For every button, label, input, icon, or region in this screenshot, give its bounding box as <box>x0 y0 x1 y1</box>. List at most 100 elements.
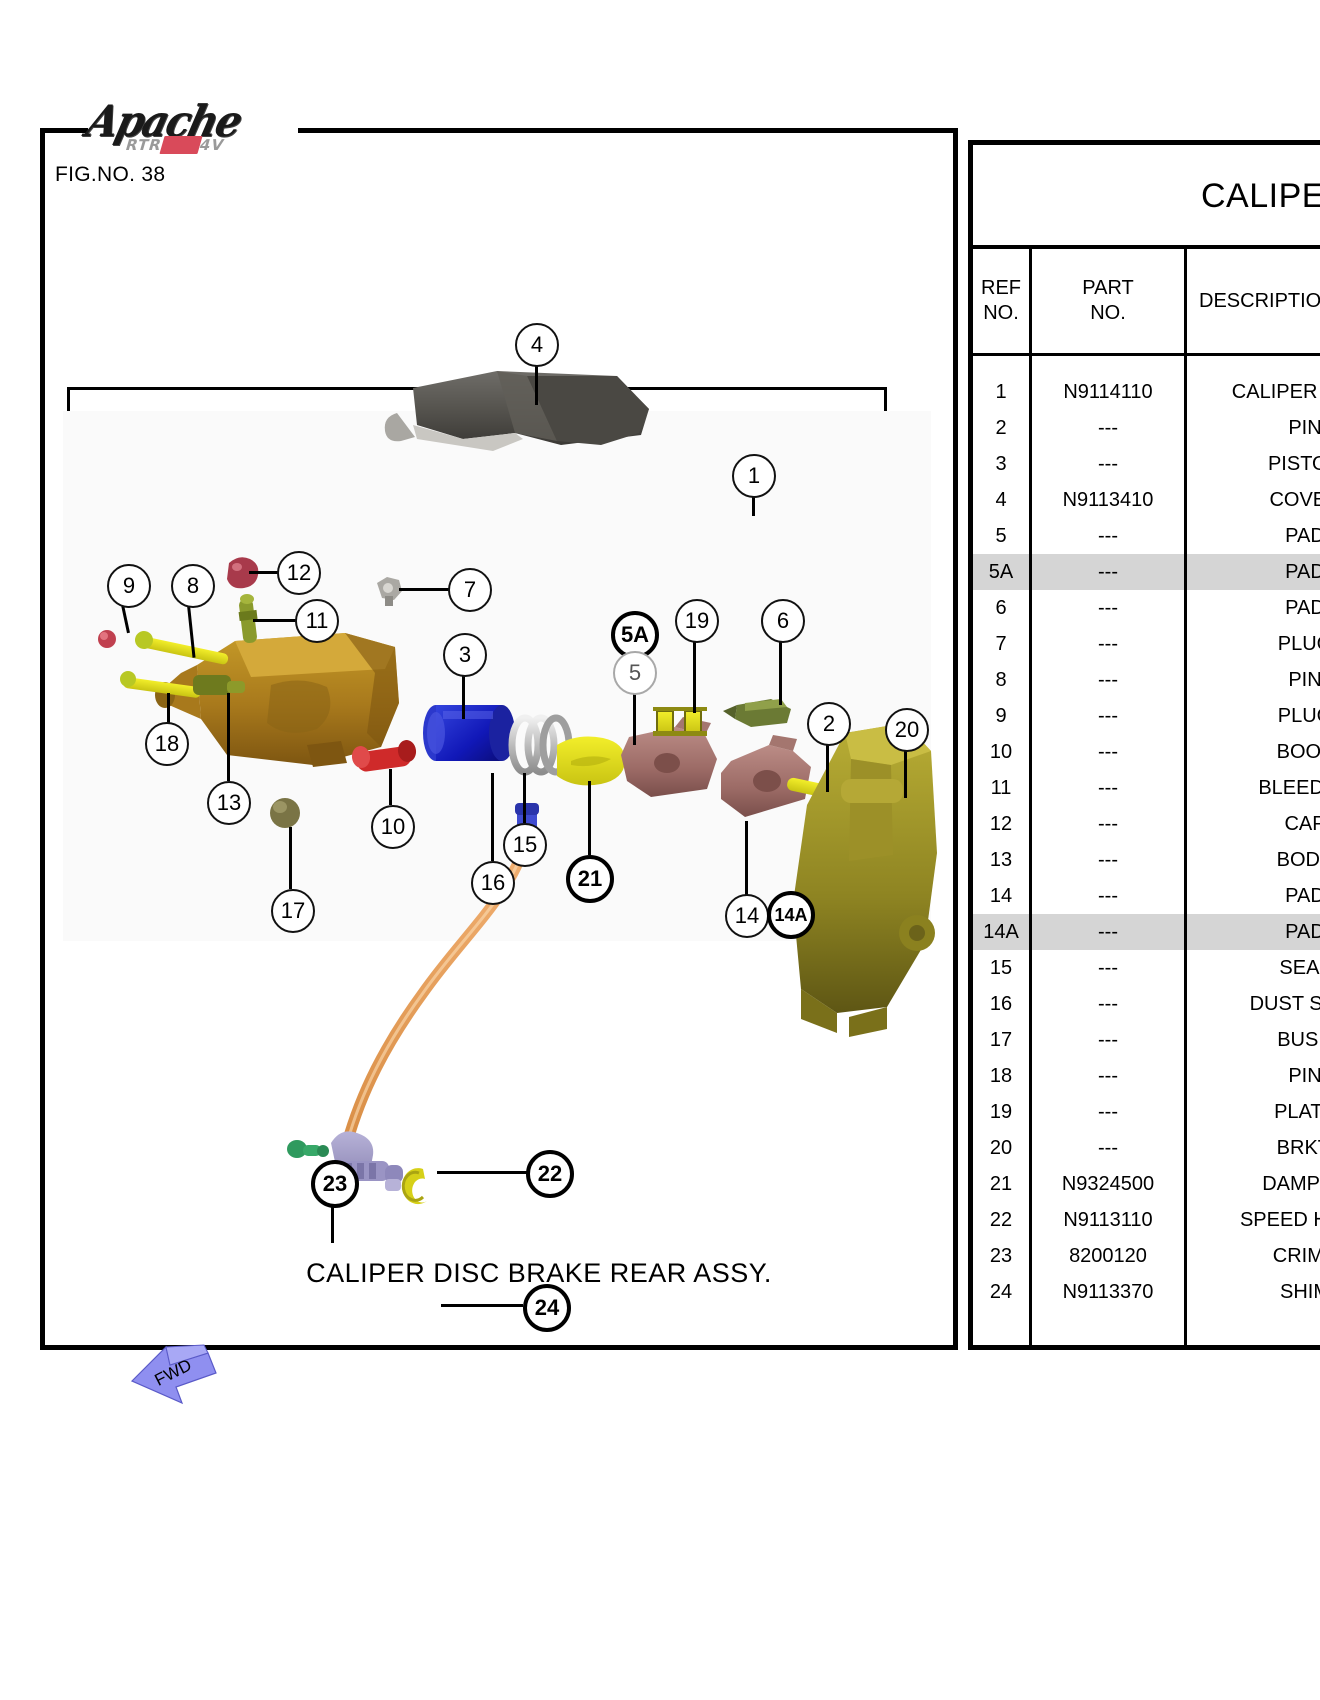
leader-16 <box>491 773 494 861</box>
leader-11 <box>253 619 297 622</box>
cell-part-no: N9324500 <box>1030 1166 1187 1202</box>
cell-ref-no: 1 <box>973 374 1032 410</box>
cell-ref-no: 21 <box>973 1166 1032 1202</box>
table-row: 10---BOOT <box>973 734 1320 770</box>
cell-part-no: 8200120 <box>1030 1238 1187 1274</box>
cell-part-no: --- <box>1030 1130 1187 1166</box>
leader-10 <box>389 769 392 805</box>
callout-15[interactable]: 15 <box>503 823 547 867</box>
part-21-damper <box>557 736 625 786</box>
cell-ref-no: 6 <box>973 590 1032 626</box>
callout-17[interactable]: 17 <box>271 889 315 933</box>
callout-24[interactable]: 24 <box>523 1284 571 1332</box>
table-row: 14A---PAD <box>973 914 1320 950</box>
cell-description: BUSH <box>1185 1022 1320 1058</box>
cell-part-no: N9113110 <box>1030 1202 1187 1238</box>
cell-part-no: N9114110 <box>1030 374 1187 410</box>
cell-description: DUST SEAL <box>1185 986 1320 1022</box>
part-3-piston <box>423 705 515 761</box>
cell-part-no: --- <box>1030 446 1187 482</box>
brand-model-number: 200 <box>159 136 203 154</box>
table-row: 20---BRKT. <box>973 1130 1320 1166</box>
cell-description: CALIPER ASSY. <box>1185 374 1320 410</box>
callout-2[interactable]: 2 <box>807 702 851 746</box>
part-8-pin <box>135 631 229 665</box>
cell-description: BOOT <box>1185 734 1320 770</box>
cell-ref-no: 17 <box>973 1022 1032 1058</box>
leader-15 <box>523 773 526 823</box>
table-row: 21N9324500DAMPER <box>973 1166 1320 1202</box>
callout-5A[interactable]: 5A <box>611 611 659 659</box>
cell-ref-no: 14 <box>973 878 1032 914</box>
callout-19[interactable]: 19 <box>675 599 719 643</box>
header-part-line2: NO. <box>1090 302 1126 324</box>
table-row: 11---BLEEDER <box>973 770 1320 806</box>
cell-ref-no: 13 <box>973 842 1032 878</box>
cell-ref-no: 20 <box>973 1130 1032 1166</box>
cell-ref-no: 22 <box>973 1202 1032 1238</box>
leader-22 <box>437 1171 527 1174</box>
callout-10[interactable]: 10 <box>371 805 415 849</box>
cell-description: SHIM <box>1185 1274 1320 1310</box>
cell-part-no: --- <box>1030 1094 1187 1130</box>
table-title: CALIPER DISC BRAKE REAR ASSY. <box>1201 177 1320 215</box>
callout-12[interactable]: 12 <box>277 551 321 595</box>
table-row: 13---BODY <box>973 842 1320 878</box>
callout-3[interactable]: 3 <box>443 633 487 677</box>
cell-description: BLEEDER <box>1185 770 1320 806</box>
cell-description: PAD <box>1185 878 1320 914</box>
callout-13[interactable]: 13 <box>207 781 251 825</box>
cell-part-no: --- <box>1030 698 1187 734</box>
callout-4[interactable]: 4 <box>515 323 559 367</box>
cell-part-no: --- <box>1030 590 1187 626</box>
header-desc-line1: DESCRIPTION <box>1199 289 1320 312</box>
table-header-row: REF NO. PART NO. DESCRIPTION <box>973 249 1320 356</box>
cell-part-no: --- <box>1030 914 1187 950</box>
part-14-pad <box>721 735 811 817</box>
cell-part-no: --- <box>1030 734 1187 770</box>
part-18-pin <box>120 671 245 698</box>
cell-description: PAD <box>1185 518 1320 554</box>
callout-14[interactable]: 14 <box>725 894 769 938</box>
callout-11[interactable]: 11 <box>295 599 339 643</box>
table-row: 2---PIN <box>973 410 1320 446</box>
table-title-band: CALIPER DISC BRAKE REAR ASSY. <box>973 145 1320 249</box>
cell-ref-no: 9 <box>973 698 1032 734</box>
callout-7[interactable]: 7 <box>448 568 492 612</box>
cell-ref-no: 4 <box>973 482 1032 518</box>
apache-brand-logo: Apache RTR2004V <box>82 96 298 160</box>
cell-part-no: --- <box>1030 410 1187 446</box>
cell-description: COVER <box>1185 482 1320 518</box>
callout-5[interactable]: 5 <box>613 651 657 695</box>
cell-ref-no: 24 <box>973 1274 1032 1310</box>
cell-description: CAP <box>1185 806 1320 842</box>
cell-ref-no: 10 <box>973 734 1032 770</box>
part-20-bracket <box>793 723 937 1037</box>
callout-20[interactable]: 20 <box>885 708 929 752</box>
callout-14A[interactable]: 14A <box>767 891 815 939</box>
cell-description: PIN <box>1185 662 1320 698</box>
leader-21 <box>588 781 591 855</box>
callout-6[interactable]: 6 <box>761 599 805 643</box>
callout-1[interactable]: 1 <box>732 454 776 498</box>
callout-22[interactable]: 22 <box>526 1150 574 1198</box>
callout-9[interactable]: 9 <box>107 564 151 608</box>
cell-ref-no: 19 <box>973 1094 1032 1130</box>
cell-description: SEAL <box>1185 950 1320 986</box>
fwd-direction-arrow: FWD <box>130 1343 222 1405</box>
callout-23[interactable]: 23 <box>311 1160 359 1208</box>
callout-21[interactable]: 21 <box>566 855 614 903</box>
header-ref-no: REF NO. <box>973 249 1032 356</box>
callout-16[interactable]: 16 <box>471 861 515 905</box>
figure-number: FIG.NO. 38 <box>55 163 166 186</box>
cell-description: PLUG <box>1185 698 1320 734</box>
table-row: 24N9113370SHIM <box>973 1274 1320 1310</box>
table-row: 19---PLATE <box>973 1094 1320 1130</box>
brand-model-suffix: 4V <box>197 136 227 154</box>
cell-description: SPEED HOSE <box>1185 1202 1320 1238</box>
callout-8[interactable]: 8 <box>171 564 215 608</box>
callout-18[interactable]: 18 <box>145 722 189 766</box>
table-row: 5---PAD <box>973 518 1320 554</box>
leader-20 <box>904 730 907 798</box>
cell-part-no: --- <box>1030 554 1187 590</box>
